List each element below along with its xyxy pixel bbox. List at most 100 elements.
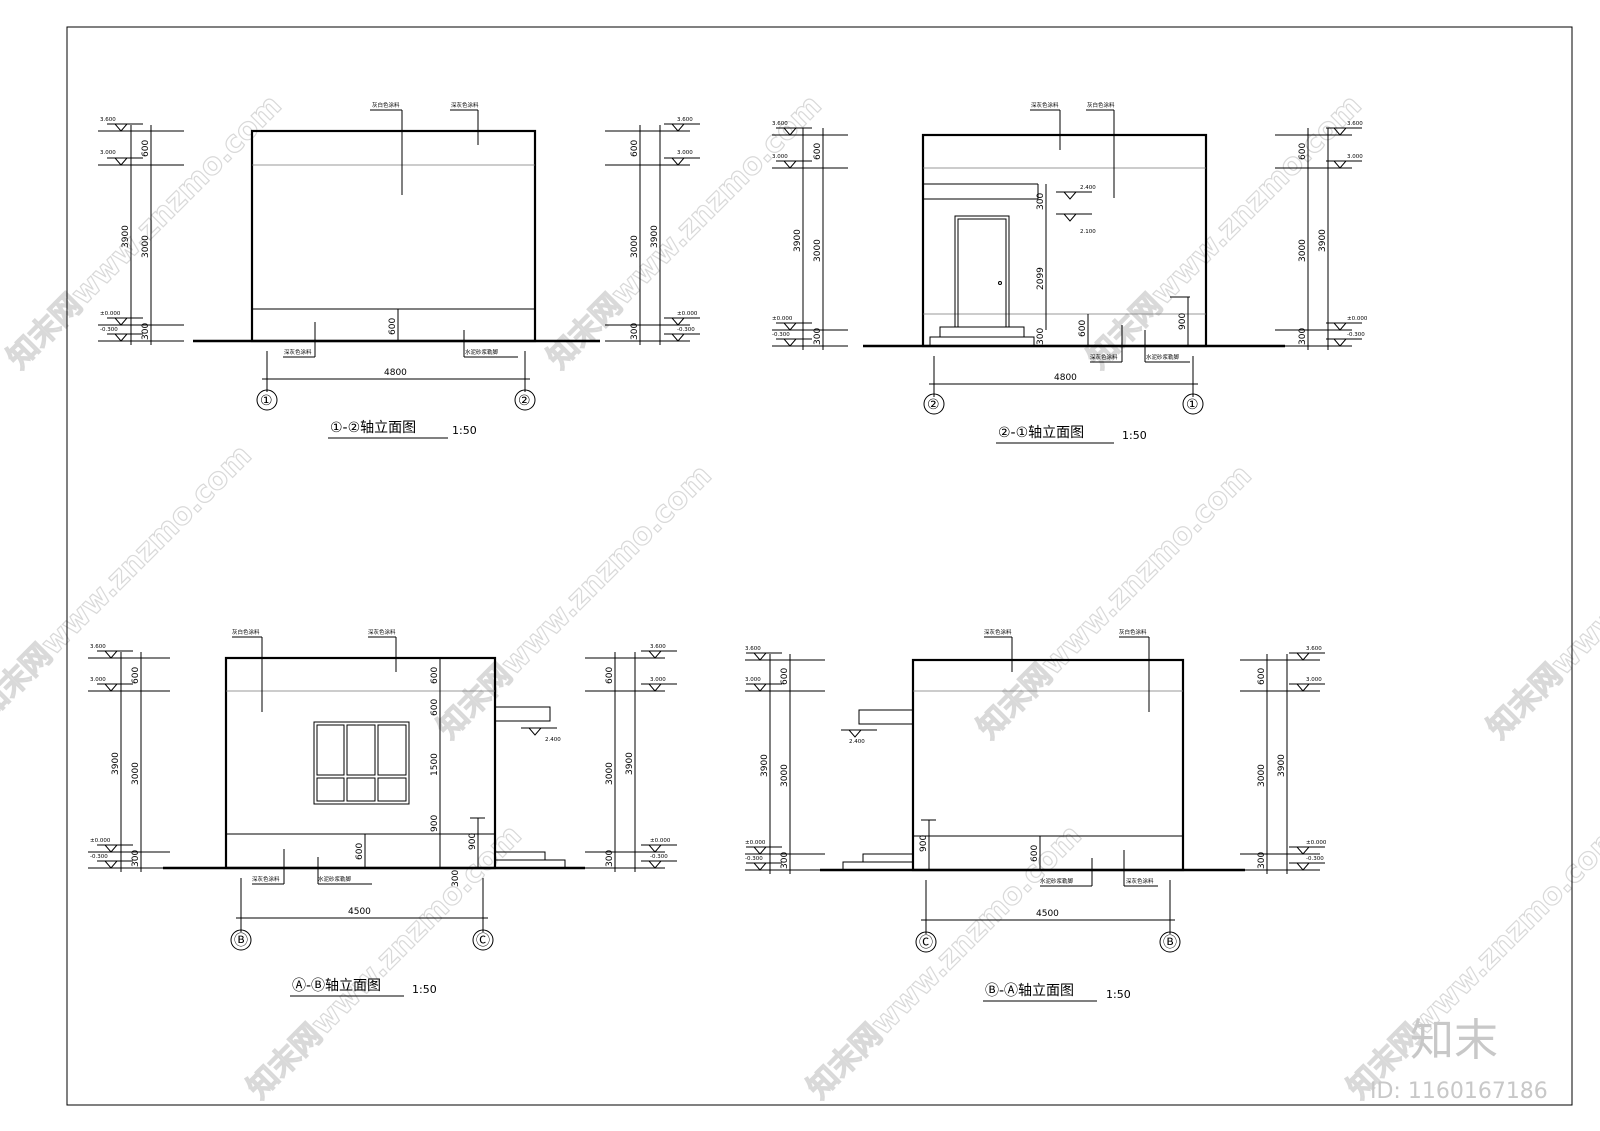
level-canopy: 2.400 — [1080, 185, 1096, 191]
dim-parapet: 600 — [630, 140, 640, 157]
level-top: 3.600 — [677, 117, 693, 123]
dim-total: 3900 — [111, 752, 121, 775]
watermark-text: 知末网www.znzmo.com — [0, 438, 259, 726]
drawing-title: Ⓐ-Ⓑ轴立面图 — [292, 978, 381, 994]
dim-base: 300 — [780, 852, 790, 869]
dim-total: 3900 — [793, 229, 803, 252]
dim-300: 300 — [1036, 328, 1046, 345]
dim-width: 4500 — [1036, 909, 1059, 919]
level-top: 3.600 — [650, 644, 666, 650]
level-top: 3.600 — [1306, 646, 1322, 652]
dim-total: 3900 — [760, 754, 770, 777]
elevation-2-1: 3.600 3.000 ±0.000 -0.300 3900 600 3000 … — [772, 101, 1368, 444]
material-label: 深灰色涂料 — [1126, 877, 1154, 885]
elevation-1-2: 3.600 3.000 ±0.000 -0.300 3900 600 3000 … — [98, 101, 701, 439]
dim-parapet: 600 — [1298, 143, 1308, 160]
level-roof: 3.000 — [100, 150, 116, 156]
dim-width: 4800 — [1054, 373, 1077, 383]
level-ground: ±0.000 — [100, 311, 121, 317]
dim-main: 3000 — [780, 764, 790, 787]
dim-base: 300 — [1257, 852, 1267, 869]
drawing-title: ②-①轴立面图 — [998, 425, 1084, 441]
dim-base: 300 — [630, 323, 640, 340]
dim-main: 3000 — [131, 762, 141, 785]
dim-parapet: 600 — [141, 140, 151, 157]
elevation-a-b: 3.600 3.000 ±0.000 -0.300 3900 600 3000 … — [88, 628, 678, 997]
material-label: 水泥砂浆勒脚 — [1040, 877, 1074, 885]
elevation-b-a: 3.600 3.000 ±0.000 -0.300 3900 600 3000 … — [745, 628, 1327, 1002]
dim-main: 3000 — [605, 762, 615, 785]
watermark-text: 知末网www.znzmo.com — [1481, 458, 1600, 746]
window — [313, 721, 410, 805]
level-outside: -0.300 — [100, 327, 118, 333]
material-label: 深灰色涂料 — [284, 348, 312, 356]
drawing-scale: 1:50 — [1106, 988, 1131, 1001]
level-roof: 3.000 — [650, 677, 666, 683]
dim-600: 600 — [430, 667, 440, 684]
material-label: 水泥砂浆勒脚 — [318, 875, 352, 883]
level-roof: 3.000 — [745, 677, 761, 683]
material-label: 深灰色涂料 — [451, 101, 479, 109]
dim-main: 3000 — [630, 235, 640, 258]
level-outside: -0.300 — [745, 856, 763, 862]
watermark-text: 知末网www.znzmo.com — [971, 458, 1259, 746]
dim-2099: 2099 — [1036, 267, 1046, 290]
dim-parapet: 600 — [813, 143, 823, 160]
dim-parapet: 600 — [605, 667, 615, 684]
dim-600: 600 — [430, 699, 440, 716]
level-top: 3.600 — [90, 644, 106, 650]
dim-parapet: 600 — [780, 668, 790, 685]
level-ground: ±0.000 — [745, 840, 766, 846]
level-roof: 3.000 — [677, 150, 693, 156]
level-top: 3.600 — [772, 121, 788, 127]
dim-total: 3900 — [625, 752, 635, 775]
sheet-border — [66, 26, 1573, 1106]
dim-total: 3900 — [1277, 754, 1287, 777]
watermark-text: 知末网www.znzmo.com — [431, 458, 719, 746]
dim-total: 3900 — [1318, 229, 1328, 252]
dim-base: 300 — [813, 328, 823, 345]
level-ground: ±0.000 — [90, 838, 111, 844]
level-canopy: 2.400 — [849, 739, 865, 745]
dim-base: 300 — [605, 850, 615, 867]
dim-900: 900 — [468, 833, 478, 850]
level-outside: -0.300 — [772, 332, 790, 338]
material-label: 水泥砂浆勒脚 — [465, 348, 499, 356]
level-outside: -0.300 — [1347, 332, 1365, 338]
building-outline — [224, 656, 497, 870]
door — [954, 215, 1010, 328]
axis-1: ① — [260, 393, 273, 409]
dim-300: 300 — [451, 870, 461, 887]
level-canopy: 2.400 — [545, 737, 561, 743]
material-label: 灰白色涂料 — [1087, 101, 1115, 109]
level-roof: 3.000 — [1347, 154, 1363, 160]
dim-width: 4800 — [384, 368, 407, 378]
level-top: 3.600 — [100, 117, 116, 123]
material-label: 深灰色涂料 — [984, 628, 1012, 636]
dim-total: 3900 — [650, 225, 660, 248]
material-label: 深灰色涂料 — [368, 628, 396, 636]
dim-600: 600 — [1078, 320, 1088, 337]
dim-900: 900 — [430, 815, 440, 832]
dim-600: 600 — [388, 318, 398, 335]
brand-id: ID: 1160167186 — [1370, 1079, 1548, 1104]
dim-width: 4500 — [348, 907, 371, 917]
level-roof: 3.000 — [90, 677, 106, 683]
drawing-title: ①-②轴立面图 — [330, 420, 416, 436]
dim-main: 3000 — [1257, 764, 1267, 787]
level-ground: ±0.000 — [772, 316, 793, 322]
material-label: 灰白色涂料 — [1119, 628, 1147, 636]
material-label: 灰白色涂料 — [372, 101, 400, 109]
level-ground: ±0.000 — [650, 838, 671, 844]
drawing-scale: 1:50 — [1122, 429, 1147, 442]
level-outside: -0.300 — [1306, 856, 1324, 862]
drawing-title: Ⓑ-Ⓐ轴立面图 — [985, 983, 1074, 999]
level-top: 3.600 — [745, 646, 761, 652]
dim-base: 300 — [131, 850, 141, 867]
drawing-scale: 1:50 — [452, 424, 477, 437]
brand-logo: 知末 — [1410, 1015, 1498, 1066]
level-outside: -0.300 — [650, 854, 668, 860]
axis-1: ① — [1186, 397, 1199, 413]
dim-900: 900 — [919, 835, 929, 852]
